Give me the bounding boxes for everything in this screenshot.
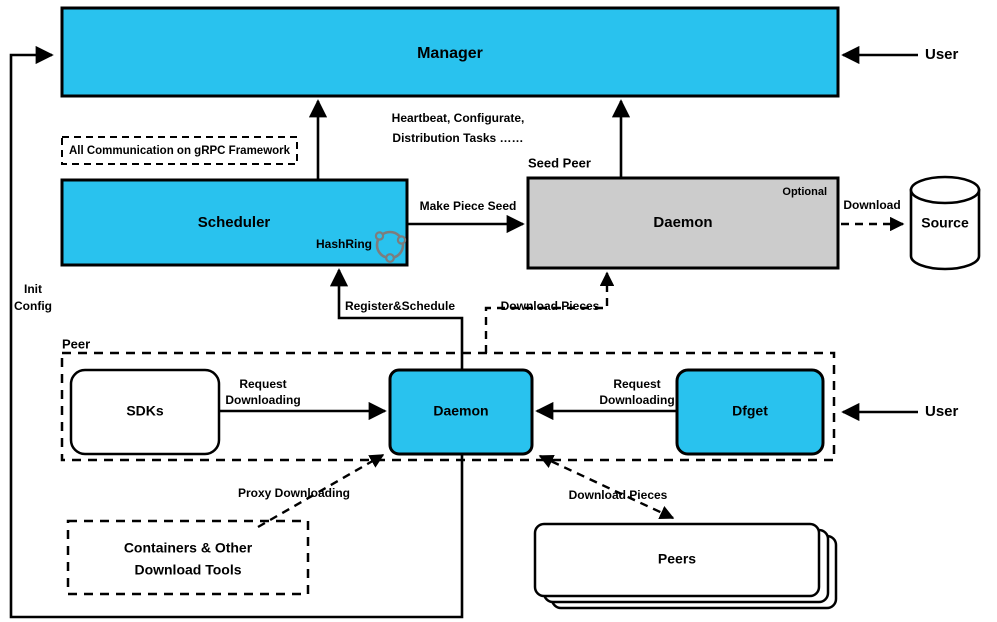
heartbeat-line1: Heartbeat, Configurate, [392,111,525,125]
node-dfget[interactable]: Dfget [675,368,825,456]
source-label: Source [921,215,969,231]
sdks-label: SDKs [126,403,164,419]
edge-download-source: Download [841,198,905,232]
request-downloading-dfget-line2: Downloading [599,393,674,407]
peer-group-label: Peer [62,336,90,351]
dfget-label: Dfget [732,403,768,419]
peer-daemon-label: Daemon [433,403,488,419]
seed-peer-optional-badge: Optional [782,186,827,198]
node-manager[interactable]: Manager [60,6,840,98]
scheduler-label: Scheduler [198,214,271,231]
node-source[interactable]: Source [909,175,981,271]
node-scheduler[interactable]: Scheduler HashRing [60,178,409,267]
download-pieces-seed-label: Download Pieces [501,299,600,313]
init-config-line2: Config [14,299,52,313]
hashring-label: HashRing [316,237,372,251]
edge-proxy-downloading: Proxy Downloading [238,453,385,529]
edge-user-to-manager: User [841,45,959,65]
node-containers-download-tools[interactable]: Containers & Other Download Tools [66,519,310,596]
containers-label-line1: Containers & Other [124,540,253,556]
request-downloading-sdks-line2: Downloading [225,393,300,407]
node-peer-daemon[interactable]: Daemon [388,368,534,456]
seed-peer-group-label: Seed Peer [528,155,591,170]
manager-label: Manager [417,45,483,62]
note-grpc-framework: All Communication on gRPC Framework [61,136,298,165]
node-peers[interactable]: Peers [533,522,838,610]
group-seed-peer: Seed Peer [528,155,591,170]
peers-label: Peers [658,551,696,567]
node-sdks[interactable]: SDKs [69,368,221,456]
register-schedule-label: Register&Schedule [345,299,455,313]
seed-peer-daemon-label: Daemon [653,214,712,231]
edge-init-config: Init Config [9,45,464,619]
init-config-line1: Init [24,282,42,296]
edge-label-heartbeat: Heartbeat, Configurate, Distribution Tas… [392,111,525,145]
edge-register-schedule: Register&Schedule [329,268,464,370]
make-piece-seed-label: Make Piece Seed [420,199,517,213]
edge-download-pieces-peers: Download Pieces [538,454,675,520]
heartbeat-line2: Distribution Tasks …… [392,131,523,145]
actor-user-right: User [925,403,959,420]
hashring-icon [374,230,407,263]
edge-sdks-request-downloading: Request Downloading [219,377,387,421]
request-downloading-sdks-line1: Request [239,377,286,391]
group-peer: Peer [60,336,836,462]
edge-make-piece-seed: Make Piece Seed [407,199,525,234]
edge-dfget-request-downloading: Request Downloading [535,377,677,421]
request-downloading-dfget-line1: Request [613,377,660,391]
download-source-label: Download [843,198,900,212]
download-pieces-peers-label: Download Pieces [569,488,668,502]
node-seed-peer-daemon[interactable]: Daemon Optional [526,176,840,270]
grpc-note-label: All Communication on gRPC Framework [69,145,291,157]
proxy-downloading-label: Proxy Downloading [238,486,350,500]
edge-user-to-peer: User [841,402,959,422]
edge-download-pieces-seed: Download Pieces [484,271,615,353]
actor-user-top: User [925,46,959,63]
containers-label-line2: Download Tools [134,562,241,578]
